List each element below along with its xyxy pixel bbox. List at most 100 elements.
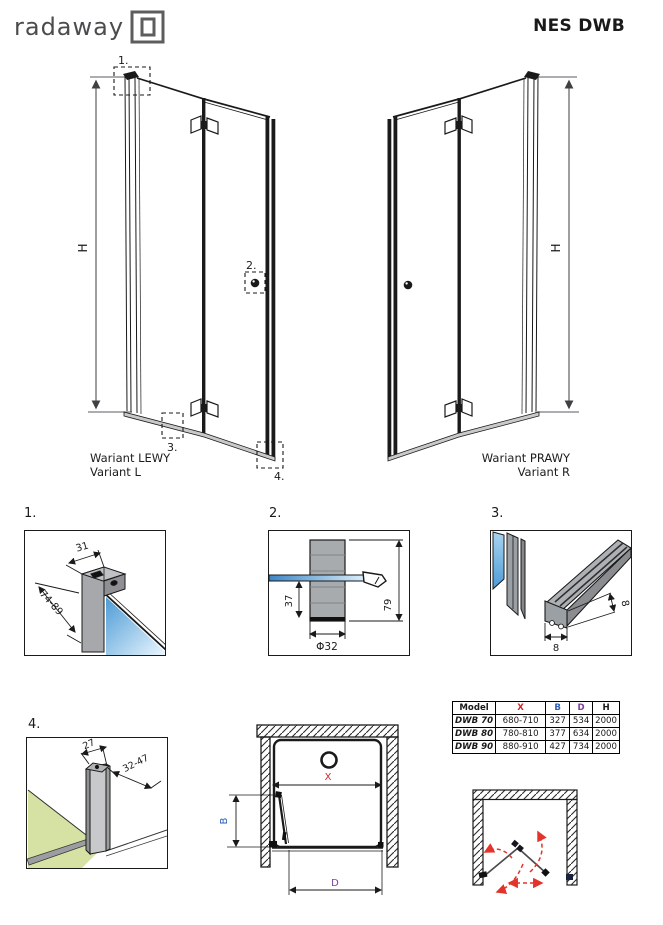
variant-left-subtitle: Variant L	[90, 465, 141, 480]
detail-2-drawing: 37 Φ32 79	[268, 539, 403, 653]
walls	[472, 789, 578, 886]
dim-27: 27	[80, 737, 108, 767]
cell-model: DWB 80	[451, 727, 497, 741]
fold-hinges-right	[444, 115, 473, 418]
callout-4-label: 4.	[274, 470, 285, 483]
dim-8-right: 8	[567, 592, 630, 628]
height-label-left: H	[78, 243, 90, 252]
door-swing-diagram	[472, 789, 578, 894]
variant-left-title: Wariant LEWY	[90, 451, 171, 465]
glass-and-profile-edge	[492, 531, 526, 620]
col-header-model: Model	[451, 701, 497, 715]
glass-panel	[102, 590, 168, 655]
dim-d: D	[288, 850, 383, 895]
cell-h: 2000	[592, 714, 620, 728]
height-dimension-left: H	[78, 76, 132, 413]
dim-32-47-label: 32-47	[121, 753, 151, 775]
detail-2-label: 2.	[269, 506, 282, 521]
folded-door	[269, 791, 289, 848]
variant-right-drawing: H	[387, 71, 579, 462]
col-header-h: H	[592, 701, 620, 715]
cell-b: 427	[545, 740, 571, 754]
table-row: DWB 90 880-910 427 734 2000	[451, 740, 620, 754]
cell-h: 2000	[592, 727, 620, 741]
variant-right-caption: Wariant PRAWY Variant R	[450, 451, 570, 480]
detail-3-label: 3.	[491, 506, 504, 521]
swing-direction-arrows	[483, 830, 547, 894]
cell-model: DWB 90	[451, 740, 497, 754]
cell-d: 634	[569, 727, 594, 741]
dim-8-bottom: 8	[543, 623, 569, 654]
wall-profile-right	[521, 71, 540, 415]
wall-profile-left	[123, 71, 142, 415]
callout-3-label: 3.	[167, 441, 178, 454]
wall-profile-icon	[566, 874, 573, 880]
dim-74-89-label: 74-89	[37, 589, 65, 618]
walls	[256, 724, 399, 868]
dim-32-47: 32-47	[107, 753, 162, 789]
door-bracket-icon	[269, 841, 277, 848]
table-row: DWB 80 780-810 377 634 2000	[451, 727, 620, 741]
dim-37: 37	[284, 580, 307, 619]
variant-left-caption: Wariant LEWY Variant L	[90, 451, 170, 480]
col-header-d: D	[569, 701, 594, 715]
fold-hinges-left	[190, 115, 219, 418]
height-label-right: H	[549, 243, 563, 252]
detail-3-box: 8 8	[490, 530, 632, 656]
dim-31-label: 31	[75, 541, 90, 555]
height-dimension-right: H	[535, 76, 579, 413]
cell-x: 880-910	[495, 740, 547, 754]
detail-2-box: 37 Φ32 79	[268, 530, 410, 656]
dim-8-right-label: 8	[618, 599, 630, 608]
detail-4-label: 4.	[28, 717, 41, 732]
door-handle-icon	[281, 831, 287, 841]
bottom-track	[272, 842, 384, 852]
dim-79-label: 79	[383, 599, 394, 612]
dim-diameter: Φ32	[308, 621, 347, 653]
callout-2-label: 2.	[246, 259, 257, 272]
callout-1-label: 1.	[118, 54, 129, 67]
cell-x: 780-810	[495, 727, 547, 741]
wall-profile-column	[84, 762, 111, 856]
door-panels-right	[387, 77, 540, 462]
wall-bracket-icon	[478, 871, 488, 879]
variant-right-subtitle: Variant R	[517, 465, 570, 480]
knob-icon-right	[403, 280, 413, 290]
table-row: DWB 70 680-710 327 534 2000	[451, 714, 620, 728]
dim-x-label: X	[325, 772, 332, 783]
bottom-threshold-right	[387, 411, 540, 462]
dim-31: 31	[65, 541, 105, 575]
cell-d: 734	[569, 740, 594, 754]
variant-left-drawing: H	[78, 54, 285, 483]
drain-icon	[320, 751, 338, 769]
clamp-hook	[362, 571, 387, 588]
detail-3-drawing: 8 8	[492, 531, 632, 654]
knob-icon-left	[250, 278, 260, 288]
detail-1-drawing: 31 74-89	[34, 541, 168, 655]
table-header-row: Model X B D H	[451, 701, 620, 715]
bottom-rail-3d	[544, 539, 632, 630]
glass-section	[268, 571, 387, 588]
cell-d: 534	[569, 714, 594, 728]
detail-1-box: 31 74-89	[24, 530, 168, 656]
dim-74-89: 74-89	[34, 582, 82, 644]
detail-4-box: 27 32-47	[26, 737, 168, 869]
col-header-b: B	[545, 701, 571, 715]
wall-profile-3d	[80, 566, 127, 653]
wall-profile-icon	[378, 842, 384, 848]
dim-37-label: 37	[284, 595, 295, 608]
shower-tray	[272, 738, 383, 849]
dim-27-label: 27	[81, 738, 97, 752]
callout-boxes	[113, 66, 284, 469]
dim-b: B	[219, 794, 274, 848]
dim-diameter-label: Φ32	[316, 641, 338, 653]
cell-b: 327	[545, 714, 571, 728]
dim-b-label: B	[219, 817, 230, 824]
dim-x: X	[271, 772, 383, 789]
page-title: NES DWB	[533, 16, 625, 36]
brand-name: radaway	[14, 13, 125, 41]
variant-right-title: Wariant PRAWY	[481, 451, 570, 465]
cell-b: 377	[545, 727, 571, 741]
detail-4-drawing: 27 32-47	[26, 737, 168, 868]
